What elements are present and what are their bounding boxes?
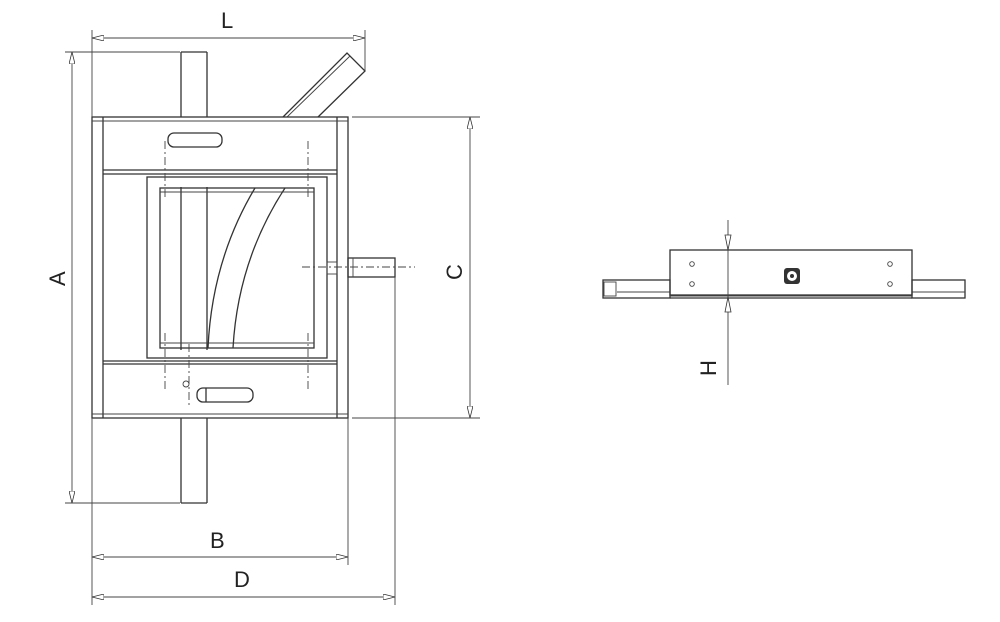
bolt-hole: [182, 380, 190, 388]
top-slot: [167, 132, 223, 148]
label-B: B: [210, 528, 225, 553]
outer-frame: [91, 116, 349, 419]
label-H: H: [696, 360, 721, 376]
mount-hole: [887, 261, 893, 267]
side-shaft: [302, 257, 415, 278]
label-A: A: [45, 271, 70, 286]
gear-icon: [784, 268, 800, 284]
label-C: C: [442, 264, 467, 280]
mount-hole: [887, 281, 893, 287]
mount-hole: [689, 261, 695, 267]
front-view: [91, 51, 415, 504]
dimension-lines: L A C B D: [45, 8, 480, 605]
handle-lever: [282, 52, 366, 118]
mount-hole: [689, 281, 695, 287]
damper-blade: [207, 187, 256, 349]
vertical-shaft: [180, 51, 208, 504]
bottom-slot: [196, 387, 254, 403]
label-L: L: [221, 8, 233, 33]
label-D: D: [234, 567, 250, 592]
side-view: H: [602, 220, 966, 385]
inner-frame: [146, 176, 328, 359]
